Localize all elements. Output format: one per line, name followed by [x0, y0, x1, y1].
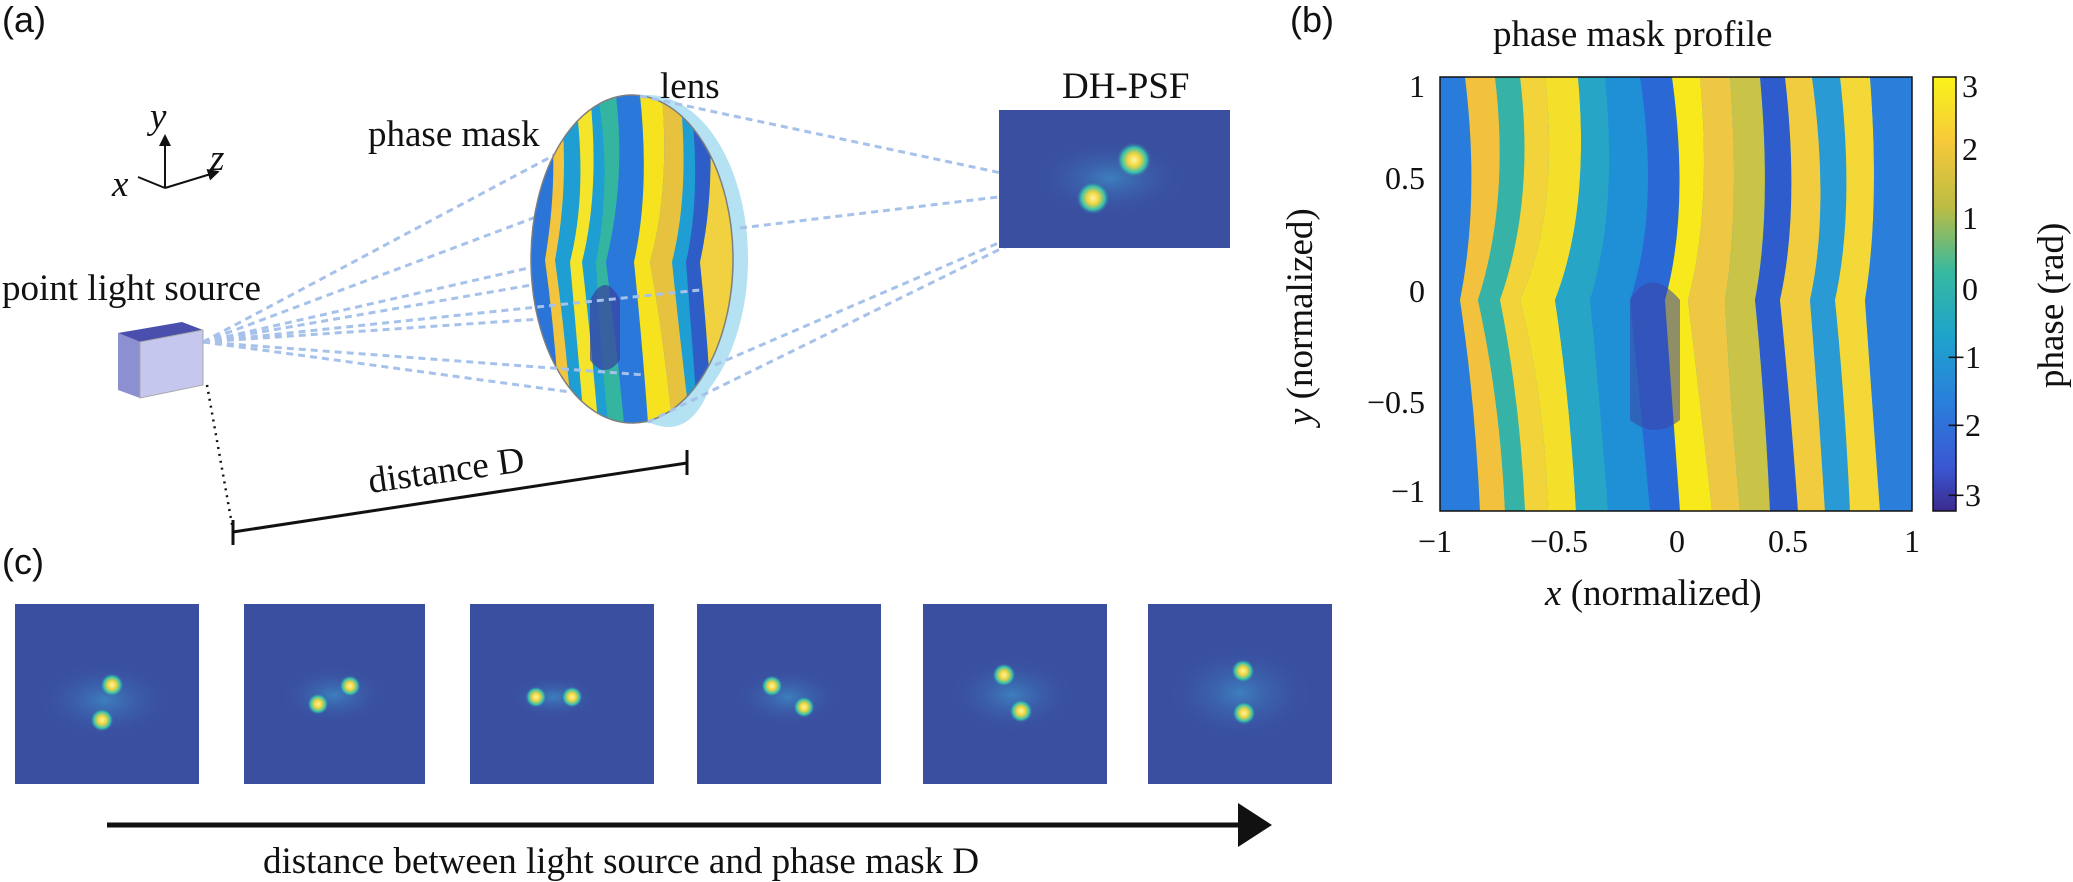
y-axis-label: y (normalized) — [1280, 208, 1321, 429]
light-rays — [202, 126, 606, 394]
phase-mask-label: phase mask — [368, 114, 540, 155]
lens-label: lens — [660, 66, 720, 107]
x-tick: 0 — [1669, 523, 1685, 559]
y-tick: 1 — [1409, 68, 1425, 104]
phase-mask-profile-plot — [1439, 76, 1913, 512]
x-tick: 1 — [1904, 523, 1920, 559]
psf-frame-6 — [1148, 604, 1332, 784]
x-axis-label-var: x — [1544, 573, 1562, 614]
y-axis-label-var: y — [1280, 408, 1321, 429]
mask-profile-title: phase mask profile — [1493, 14, 1772, 55]
y-ticks: 1 0.5 0 −0.5 −1 — [1367, 68, 1425, 509]
psf-frame-3 — [470, 604, 654, 784]
cbar-tick: 0 — [1962, 271, 1978, 307]
dh-psf-image — [999, 110, 1230, 248]
axis-x-label: x — [111, 164, 129, 205]
source-label: point light source — [2, 268, 261, 309]
panel-label-a: (a) — [2, 0, 46, 40]
y-tick: 0.5 — [1385, 160, 1425, 196]
axis-y-label: y — [146, 96, 167, 137]
colorbar-ticks: 3 2 1 0 −1 −2 −3 — [1947, 68, 1981, 513]
psf-frame-2 — [244, 604, 425, 784]
psf-frame-5 — [923, 604, 1107, 784]
cbar-tick: −1 — [1947, 339, 1981, 375]
x-tick: −0.5 — [1530, 523, 1588, 559]
psf-frame-1 — [15, 604, 199, 784]
psf-label: DH-PSF — [1062, 66, 1190, 107]
cbar-tick: −2 — [1947, 407, 1981, 443]
cbar-tick: 2 — [1962, 131, 1978, 167]
point-light-source-box — [118, 322, 204, 399]
y-tick: −0.5 — [1367, 384, 1425, 420]
psf-frame-4 — [697, 604, 881, 784]
cbar-tick: 3 — [1962, 68, 1978, 104]
panel-label-b: (b) — [1290, 0, 1334, 40]
distance-bracket — [205, 384, 689, 545]
axis-z-label: z — [209, 138, 224, 179]
arrow-label: distance between light source and phase … — [263, 841, 979, 882]
coordinate-axes: y z x — [111, 96, 224, 205]
x-axis-label-rest: (normalized) — [1561, 573, 1761, 614]
y-tick: 0 — [1409, 273, 1425, 309]
x-axis-label: x (normalized) — [1544, 573, 1762, 614]
y-tick: −1 — [1391, 473, 1425, 509]
distance-arrow — [107, 803, 1272, 847]
distance-label: distance D — [366, 439, 527, 501]
colorbar-label: phase (rad) — [2031, 223, 2072, 388]
x-ticks: −1 −0.5 0 0.5 1 — [1418, 523, 1920, 559]
phase-mask-small — [531, 95, 733, 423]
colorbar — [1932, 76, 1957, 512]
panel-label-c: (c) — [2, 541, 44, 582]
y-axis-label-rest: (normalized) — [1280, 208, 1321, 408]
x-tick: 0.5 — [1768, 523, 1808, 559]
psf-frames — [15, 604, 1332, 784]
x-tick: −1 — [1418, 523, 1452, 559]
cbar-tick: −3 — [1947, 477, 1981, 513]
cbar-tick: 1 — [1962, 200, 1978, 236]
